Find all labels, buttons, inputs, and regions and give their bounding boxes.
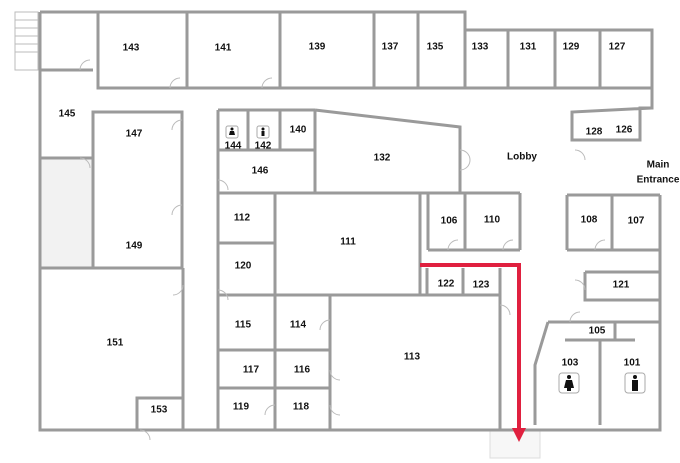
room-115: 115 [235,320,252,331]
room-133: 133 [472,42,489,53]
room-139: 139 [309,42,326,53]
restroom-men-icon [256,125,270,139]
room-111: 111 [340,237,356,248]
main-entrance-label: Main [647,160,670,171]
shaded-area [41,158,93,268]
room-117: 117 [243,365,260,376]
room-146: 146 [252,166,269,177]
room-132: 132 [374,153,391,164]
restroom-women-icon [225,125,239,139]
room-153: 153 [151,405,168,416]
room-141: 141 [215,43,232,54]
stairs-icon [14,11,39,71]
room-119: 119 [233,402,250,413]
restroom-women-icon [558,372,580,394]
room-103: 103 [562,358,579,369]
room-127: 127 [609,42,626,53]
room-147: 147 [126,129,143,140]
room-118: 118 [293,402,310,413]
room-106: 106 [441,216,458,227]
room-137: 137 [382,42,399,53]
room-107: 107 [628,216,645,227]
room-113: 113 [404,352,421,363]
room-149: 149 [126,241,143,252]
room-labels: 143 141 139 137 135 133 131 129 127 145 … [59,42,680,416]
room-121: 121 [613,280,630,291]
room-128: 128 [586,127,603,138]
room-110: 110 [484,215,501,226]
room-144: 144 [225,141,242,152]
room-140: 140 [290,125,307,136]
room-114: 114 [290,320,307,331]
room-126: 126 [616,125,633,136]
room-120: 120 [235,261,252,272]
room-122: 122 [438,279,455,290]
room-142: 142 [255,141,272,152]
room-116: 116 [294,365,311,376]
room-112: 112 [234,213,251,224]
room-129: 129 [563,42,580,53]
main-entrance-label-2: Entrance [637,175,680,186]
room-108: 108 [581,215,598,226]
room-131: 131 [520,42,537,53]
exit-vestibule [489,429,541,459]
room-143: 143 [123,43,140,54]
room-105: 105 [589,326,606,337]
route-arrow-icon [420,263,526,442]
room-145: 145 [59,109,76,120]
restroom-men-icon [624,372,646,394]
doors [79,59,606,441]
room-151: 151 [107,338,124,349]
lobby-label: Lobby [507,152,537,163]
room-101: 101 [624,358,641,369]
room-123: 123 [473,280,490,291]
room-135: 135 [427,42,444,53]
